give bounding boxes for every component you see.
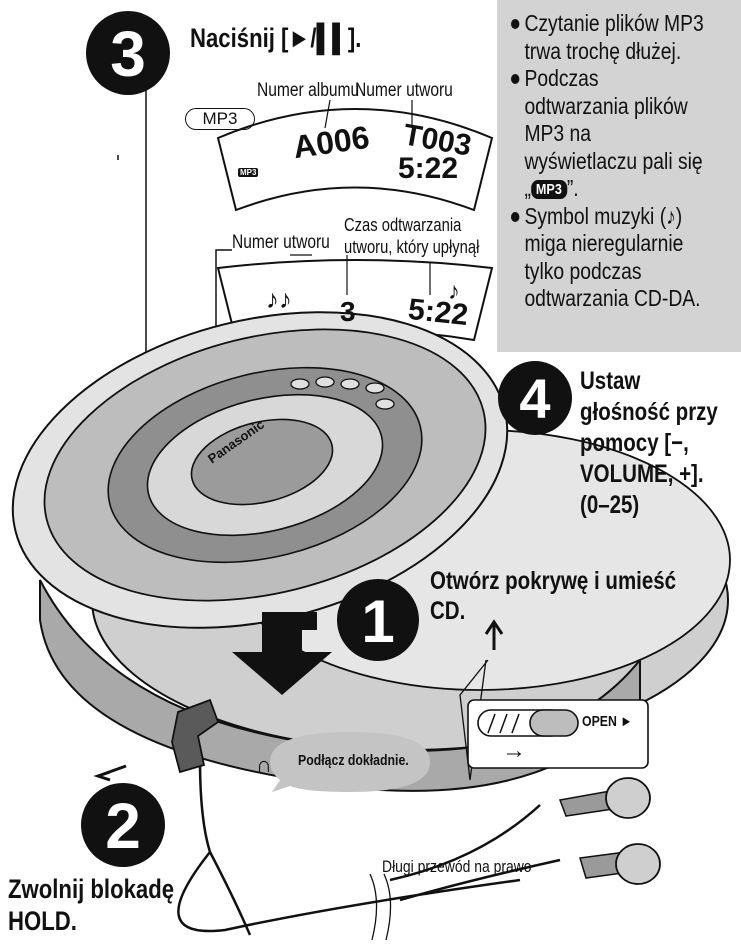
earbuds [560,778,660,884]
step-1-number-icon: 1 [336,578,420,662]
svg-text:3: 3 [110,18,146,90]
svg-text:1: 1 [361,588,394,655]
note-item-2: Podczas odtwarzania plików MP3 na wyświe… [511,65,705,203]
note-item-1-text: Czytanie plików MP3 trwa trochę dłużej. [524,10,703,64]
open-switch-arrow: → [502,737,526,765]
step-4-text: Ustaw głośność przy pomocy [−, VOLUME, +… [580,366,718,521]
lcd-time-cdda: 5:22 [406,293,469,333]
label-elapsed-line2: utworu, który upłynął [344,236,479,258]
headphones-callout: Podłącz dokładnie. [298,752,409,769]
step-3-number-icon: 3 [85,10,171,96]
cable-break-mark [370,874,391,940]
note-item-3: Symbol muzyki (♪) miga nieregularnie tyl… [511,203,705,313]
step-1-line-2: CD. [430,596,465,627]
step-1-line-1: Otwórz pokrywę i umieść [430,566,676,597]
step-4-line-4: VOLUME, +]. [580,459,718,490]
step-3-title: Naciśnij [►/▌▌]. [190,23,361,54]
step-4-line-3: pomocy [−, [580,428,718,459]
open-switch-label: OPEN ► [582,713,632,730]
label-track-number-mp3: Numer utworu [355,80,453,102]
label-elapsed-line1: Czas odtwarzania [344,214,461,236]
notes-box: Czytanie plików MP3 trwa trochę dłużej. … [497,0,741,352]
cord-label: Długi przewód na prawo [382,856,532,878]
step-4-number-icon: 4 [497,360,573,436]
svg-text:4: 4 [519,367,550,430]
hold-arrow [98,766,126,780]
mp3-mode-tag: MP3 [185,108,255,130]
svg-text:2: 2 [105,790,141,862]
lcd-mp3-badge: MP3 [238,168,258,177]
note-item-1: Czytanie plików MP3 trwa trochę dłużej. [511,10,705,65]
note-item-3-text: Symbol muzyki (♪) miga nieregularnie tyl… [524,203,700,312]
step-4-line-2: głośność przy [580,397,718,428]
lcd-track-cdda: 3 [340,296,356,328]
lcd-music-symbols: ♪♪ [266,284,292,315]
note-mp3-badge: MP3 [531,180,567,199]
label-track-number-cdda: Numer utworu [232,232,330,254]
headphones-icon: ∩ [256,752,272,778]
note-item-2-end: ”. [567,175,579,201]
lcd-music-symbol-time: ♪ [448,278,460,306]
label-album-number: Numer albumu [257,80,359,102]
lcd-time-mp3: 5:22 [398,152,458,186]
step-2-line-2: HOLD. [8,906,77,937]
step-4-line-1: Ustaw [580,366,718,397]
step-2-number-icon: 2 [80,782,166,868]
step-4-line-5: (0–25) [580,490,718,521]
step-2-line-1: Zwolnij blokadę [8,874,174,905]
